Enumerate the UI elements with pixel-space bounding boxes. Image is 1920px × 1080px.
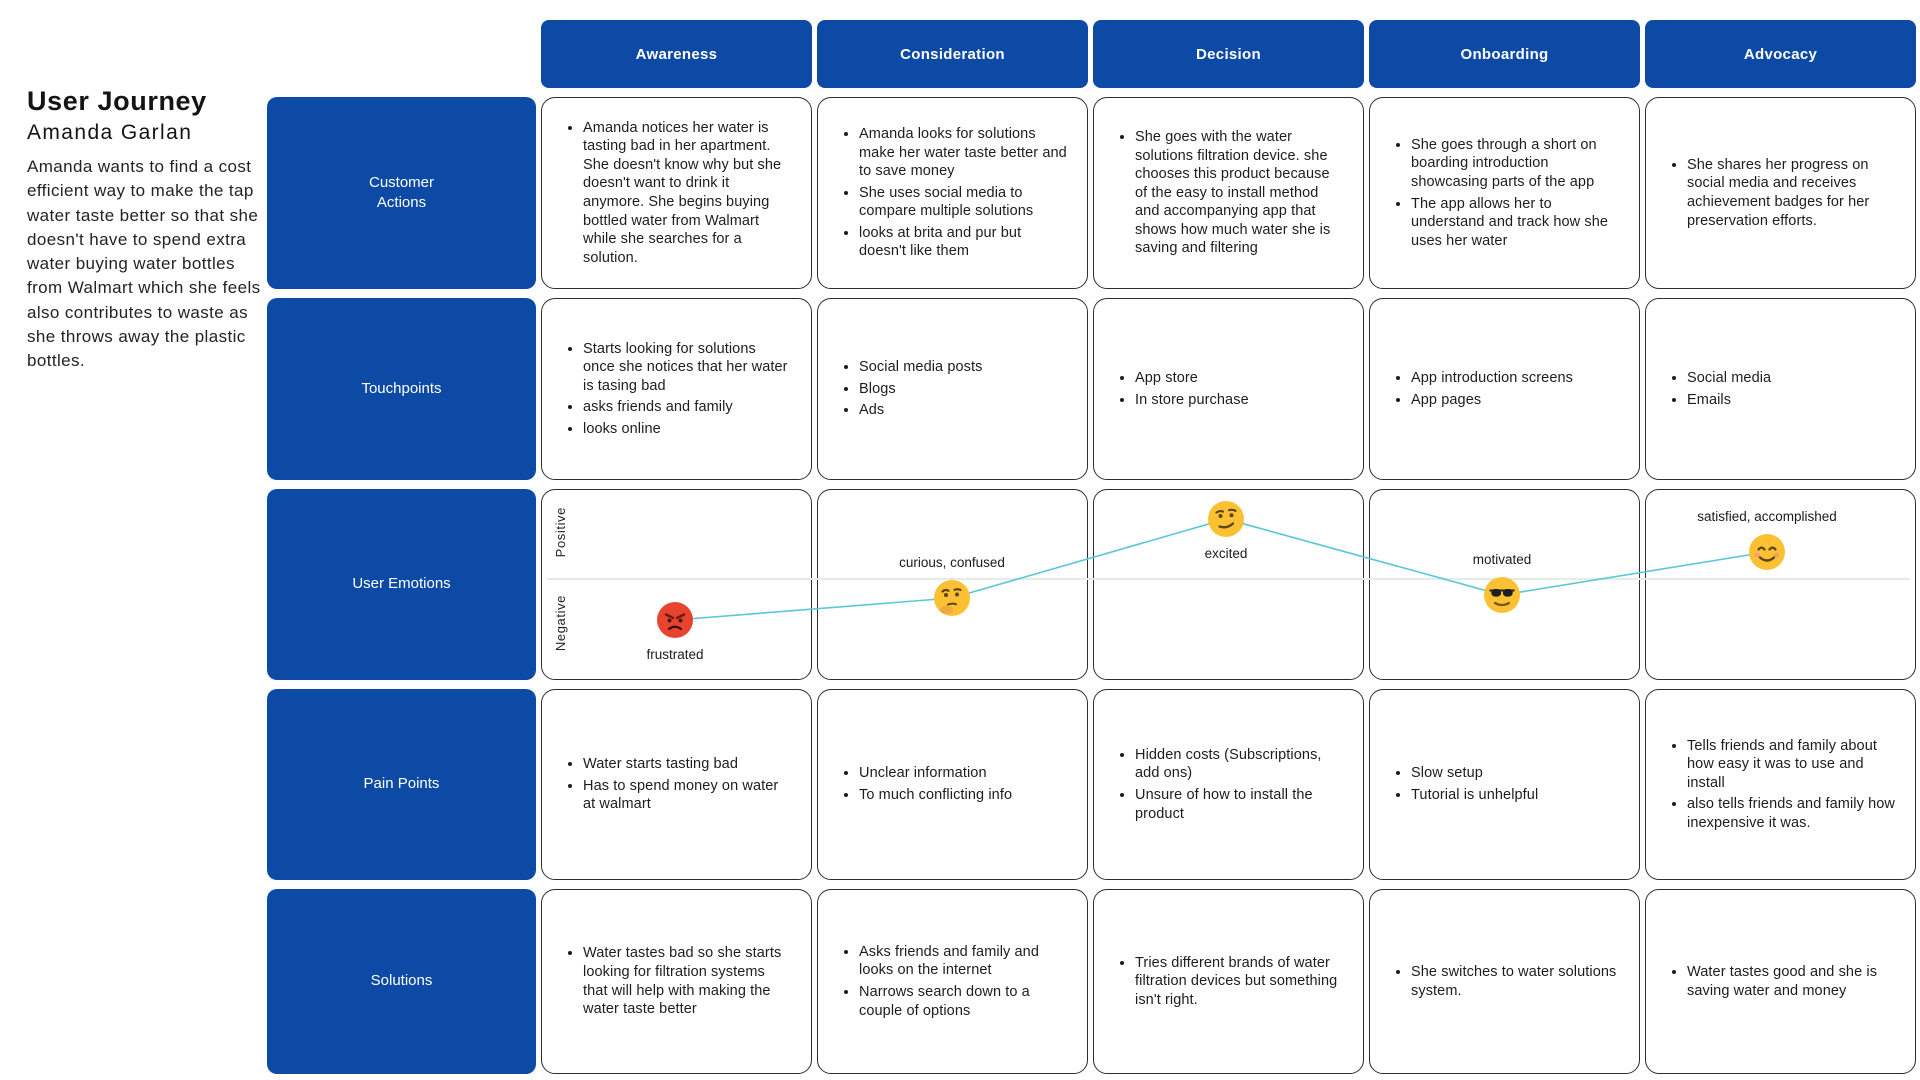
pain-points-advocacy-cell: Tells friends and family about how easy … — [1645, 689, 1916, 880]
bullet-list: Water tastes bad so she starts looking f… — [562, 941, 791, 1021]
bullet-list: Slow setupTutorial is unhelpful — [1390, 761, 1619, 807]
bullet-list: Asks friends and family and looks on the… — [838, 940, 1067, 1023]
bullet-list: Amanda notices her water is tasting bad … — [562, 116, 791, 270]
customer-actions-advocacy-cell: She shares her progress on social media … — [1645, 97, 1916, 289]
pain-points-consideration-cell: Unclear information To much conflicting i… — [817, 689, 1088, 880]
bullet-list: App introduction screensApp pages — [1390, 366, 1619, 412]
touchpoints-advocacy-cell: Social mediaEmails — [1645, 298, 1916, 480]
bullet-item: asks friends and family — [583, 398, 791, 417]
bullet-item: In store purchase — [1135, 391, 1343, 410]
bullet-item: Blogs — [859, 380, 1067, 399]
bullet-list: Hidden costs (Subscriptions, add ons)Uns… — [1114, 743, 1343, 826]
bullet-list: App store In store purchase — [1114, 366, 1343, 412]
bullet-item: also tells friends and family how inexpe… — [1687, 795, 1895, 832]
stage-header-decision: Decision — [1093, 20, 1364, 88]
bullet-item: App store — [1135, 369, 1343, 388]
touchpoints-decision-cell: App store In store purchase — [1093, 298, 1364, 480]
row-label-solutions: Solutions — [267, 889, 536, 1074]
stage-header-advocacy: Advocacy — [1645, 20, 1916, 88]
emotions-advocacy-cell — [1645, 489, 1916, 680]
bullet-item: The app allows her to understand and tra… — [1411, 195, 1619, 251]
bullet-item: Unsure of how to install the product — [1135, 786, 1343, 823]
bullet-list: Unclear information To much conflicting i… — [838, 761, 1067, 807]
customer-actions-awareness-cell: Amanda notices her water is tasting bad … — [541, 97, 812, 289]
bullet-item: Social media — [1687, 369, 1895, 388]
bullet-list: Water tastes good and she is saving wate… — [1666, 960, 1895, 1003]
solutions-decision-cell: Tries different brands of water filtrati… — [1093, 889, 1364, 1074]
emotions-decision-cell — [1093, 489, 1364, 680]
bullet-list: Tries different brands of water filtrati… — [1114, 951, 1343, 1013]
bullet-item: Hidden costs (Subscriptions, add ons) — [1135, 746, 1343, 783]
bullet-item: Tells friends and family about how easy … — [1687, 737, 1895, 793]
bullet-item: Tutorial is unhelpful — [1411, 786, 1619, 805]
customer-actions-decision-cell: She goes with the water solutions filtra… — [1093, 97, 1364, 289]
solutions-onboarding-cell: She switches to water solutions system. — [1369, 889, 1640, 1074]
journey-grid: Awareness Consideration Decision Onboard… — [267, 20, 1916, 1074]
bullet-item: Tries different brands of water filtrati… — [1135, 954, 1343, 1010]
bullet-item: Water tastes bad so she starts looking f… — [583, 944, 791, 1018]
bullet-list: She switches to water solutions system. — [1390, 960, 1619, 1003]
pain-points-onboarding-cell: Slow setupTutorial is unhelpful — [1369, 689, 1640, 880]
grid-corner-spacer — [267, 20, 536, 88]
bullet-list: She shares her progress on social media … — [1666, 153, 1895, 233]
bullet-item: Slow setup — [1411, 764, 1619, 783]
touchpoints-onboarding-cell: App introduction screensApp pages — [1369, 298, 1640, 480]
stage-header-onboarding: Onboarding — [1369, 20, 1640, 88]
emotions-onboarding-cell — [1369, 489, 1640, 680]
bullet-item: Has to spend money on water at walmart — [583, 777, 791, 814]
pain-points-decision-cell: Hidden costs (Subscriptions, add ons)Uns… — [1093, 689, 1364, 880]
bullet-item: Starts looking for solutions once she no… — [583, 340, 791, 396]
row-label-pain-points: Pain Points — [267, 689, 536, 880]
solutions-awareness-cell: Water tastes bad so she starts looking f… — [541, 889, 812, 1074]
row-label-customer-actions: Customer Actions — [267, 97, 536, 289]
bullet-list: Amanda looks for solutions make her wate… — [838, 122, 1067, 264]
bullet-item: looks at brita and pur but doesn't like … — [859, 224, 1067, 261]
bullet-item: Emails — [1687, 391, 1895, 410]
emotions-awareness-cell — [541, 489, 812, 680]
customer-actions-onboarding-cell: She goes through a short on boarding int… — [1369, 97, 1640, 289]
bullet-list: Social media postsBlogsAds — [838, 355, 1067, 423]
row-label-user-emotions: User Emotions — [267, 489, 536, 680]
page-title: User Journey — [27, 86, 207, 116]
bullet-item: She shares her progress on social media … — [1687, 156, 1895, 230]
bullet-list: She goes with the water solutions filtra… — [1114, 125, 1343, 261]
persona-name: Amanda Garlan — [27, 121, 193, 144]
bullet-item: Water starts tasting bad — [583, 755, 791, 774]
bullet-item: To much conflicting info — [859, 786, 1067, 805]
stage-header-awareness: Awareness — [541, 20, 812, 88]
bullet-item: App introduction screens — [1411, 369, 1619, 388]
bullet-item: App pages — [1411, 391, 1619, 410]
bullet-item: Social media posts — [859, 358, 1067, 377]
bullet-list: Social mediaEmails — [1666, 366, 1895, 412]
bullet-item: looks online — [583, 420, 791, 439]
bullet-item: Narrows search down to a couple of optio… — [859, 983, 1067, 1020]
bullet-item: She switches to water solutions system. — [1411, 963, 1619, 1000]
bullet-list: Water starts tasting badHas to spend mon… — [562, 752, 791, 817]
row-label-touchpoints: Touchpoints — [267, 298, 536, 480]
pain-points-awareness-cell: Water starts tasting badHas to spend mon… — [541, 689, 812, 880]
bullet-item: Amanda notices her water is tasting bad … — [583, 119, 791, 267]
bullet-list: Starts looking for solutions once she no… — [562, 337, 791, 442]
emotions-consideration-cell — [817, 489, 1088, 680]
touchpoints-awareness-cell: Starts looking for solutions once she no… — [541, 298, 812, 480]
solutions-advocacy-cell: Water tastes good and she is saving wate… — [1645, 889, 1916, 1074]
bullet-list: She goes through a short on boarding int… — [1390, 133, 1619, 253]
intro-panel: User Journey Amanda Garlan Amanda wants … — [27, 86, 269, 374]
persona-description: Amanda wants to find a cost efficient wa… — [27, 157, 261, 371]
bullet-item: Water tastes good and she is saving wate… — [1687, 963, 1895, 1000]
bullet-item: She uses social media to compare multipl… — [859, 184, 1067, 221]
customer-actions-consideration-cell: Amanda looks for solutions make her wate… — [817, 97, 1088, 289]
bullet-item: Asks friends and family and looks on the… — [859, 943, 1067, 980]
touchpoints-consideration-cell: Social media postsBlogsAds — [817, 298, 1088, 480]
solutions-consideration-cell: Asks friends and family and looks on the… — [817, 889, 1088, 1074]
bullet-list: Tells friends and family about how easy … — [1666, 734, 1895, 836]
bullet-item: She goes with the water solutions filtra… — [1135, 128, 1343, 258]
bullet-item: Amanda looks for solutions make her wate… — [859, 125, 1067, 181]
bullet-item: She goes through a short on boarding int… — [1411, 136, 1619, 192]
stage-header-consideration: Consideration — [817, 20, 1088, 88]
bullet-item: Unclear information — [859, 764, 1067, 783]
bullet-item: Ads — [859, 401, 1067, 420]
